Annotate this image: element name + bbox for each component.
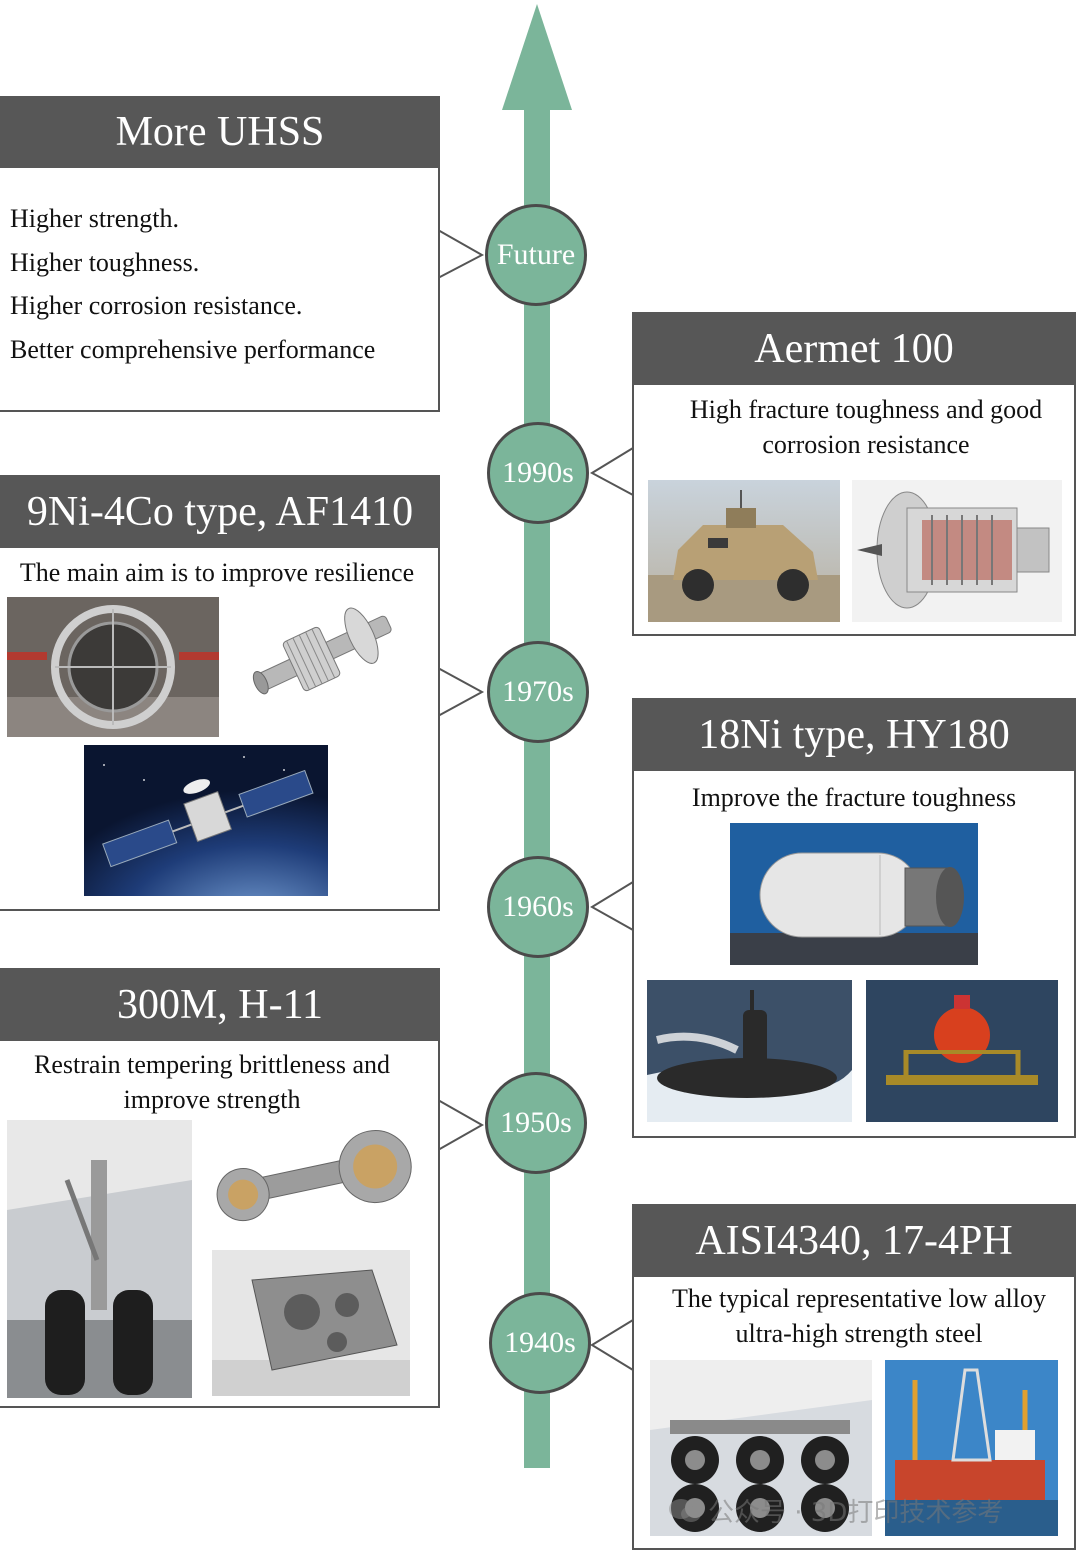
node-label: Future bbox=[496, 238, 576, 271]
watermark-text: 公众号 · 3D打印技术参考 bbox=[708, 1498, 1004, 1528]
node-label: 1960s bbox=[502, 890, 574, 923]
timeline-node-1950s: 1950s bbox=[485, 1072, 587, 1174]
timeline-spine bbox=[524, 100, 550, 1468]
timeline-node-1990s: 1990s bbox=[487, 422, 589, 524]
timeline-node-1940s: 1940s bbox=[489, 1292, 591, 1394]
wechat-icon bbox=[669, 1499, 701, 1522]
desc-line: ultra-high strength steel bbox=[735, 1319, 983, 1348]
panel-1940s-title: AISI4340, 17-4PH bbox=[632, 1204, 1076, 1277]
aircraft-fuselage-frame-image bbox=[7, 597, 219, 737]
future-point: Better comprehensive performance bbox=[10, 334, 376, 364]
timeline-node-1970s: 1970s bbox=[487, 641, 589, 743]
future-point: Higher corrosion resistance. bbox=[10, 291, 303, 320]
future-point: Higher toughness. bbox=[10, 247, 200, 277]
landing-gear-image bbox=[7, 1120, 192, 1398]
panel-1970s-desc: The main aim is to improve resilience bbox=[19, 558, 415, 587]
connecting-rod-image bbox=[202, 1122, 422, 1240]
timeline-node-future: Future bbox=[485, 204, 587, 306]
future-points: Higher strength. Higher toughness. Highe… bbox=[10, 197, 375, 371]
node-label: 1990s bbox=[502, 456, 574, 489]
jet-engine-cutaway-image bbox=[852, 480, 1062, 622]
desc-line: improve strength bbox=[123, 1085, 301, 1114]
gearbox-housing-image bbox=[212, 1250, 410, 1396]
desc-line: High fracture toughness and good bbox=[689, 395, 1043, 424]
desc-line: corrosion resistance bbox=[762, 430, 970, 459]
panel-1990s-title: Aermet 100 bbox=[632, 312, 1076, 385]
pressure-vessel-image bbox=[730, 823, 978, 965]
deep-sea-submersible-image bbox=[866, 980, 1058, 1122]
desc-line: Restrain tempering brittleness and bbox=[34, 1050, 390, 1079]
aircraft-landing-gear-wheels-image bbox=[650, 1360, 872, 1536]
submarine-image bbox=[647, 980, 852, 1122]
panel-future-title: More UHSS bbox=[0, 96, 440, 168]
panel-1970s-title: 9Ni-4Co type, AF1410 bbox=[0, 475, 440, 548]
desc-line: The typical representative low alloy bbox=[672, 1284, 1046, 1313]
node-label: 1950s bbox=[500, 1106, 572, 1139]
node-label: 1940s bbox=[504, 1326, 576, 1359]
satellite-image bbox=[84, 745, 328, 896]
future-point: Higher strength. bbox=[10, 204, 179, 233]
panel-1960s-desc: Improve the fracture toughness bbox=[691, 783, 1017, 812]
panel-1950s-desc: Restrain tempering brittleness and impro… bbox=[0, 1047, 424, 1117]
offshore-drilling-platform-image bbox=[885, 1360, 1058, 1536]
timeline-node-1960s: 1960s bbox=[487, 856, 589, 958]
panel-1940s-desc: The typical representative low alloy ult… bbox=[636, 1281, 1080, 1351]
armored-vehicle-image bbox=[648, 480, 840, 622]
gear-shaft-image bbox=[240, 597, 405, 709]
panel-1950s-title: 300M, H-11 bbox=[0, 968, 440, 1041]
panel-1990s-desc: High fracture toughness and good corrosi… bbox=[636, 392, 1080, 462]
panel-1960s-title: 18Ni type, HY180 bbox=[632, 698, 1076, 771]
node-label: 1970s bbox=[502, 675, 574, 708]
timeline-arrowhead bbox=[502, 4, 572, 110]
